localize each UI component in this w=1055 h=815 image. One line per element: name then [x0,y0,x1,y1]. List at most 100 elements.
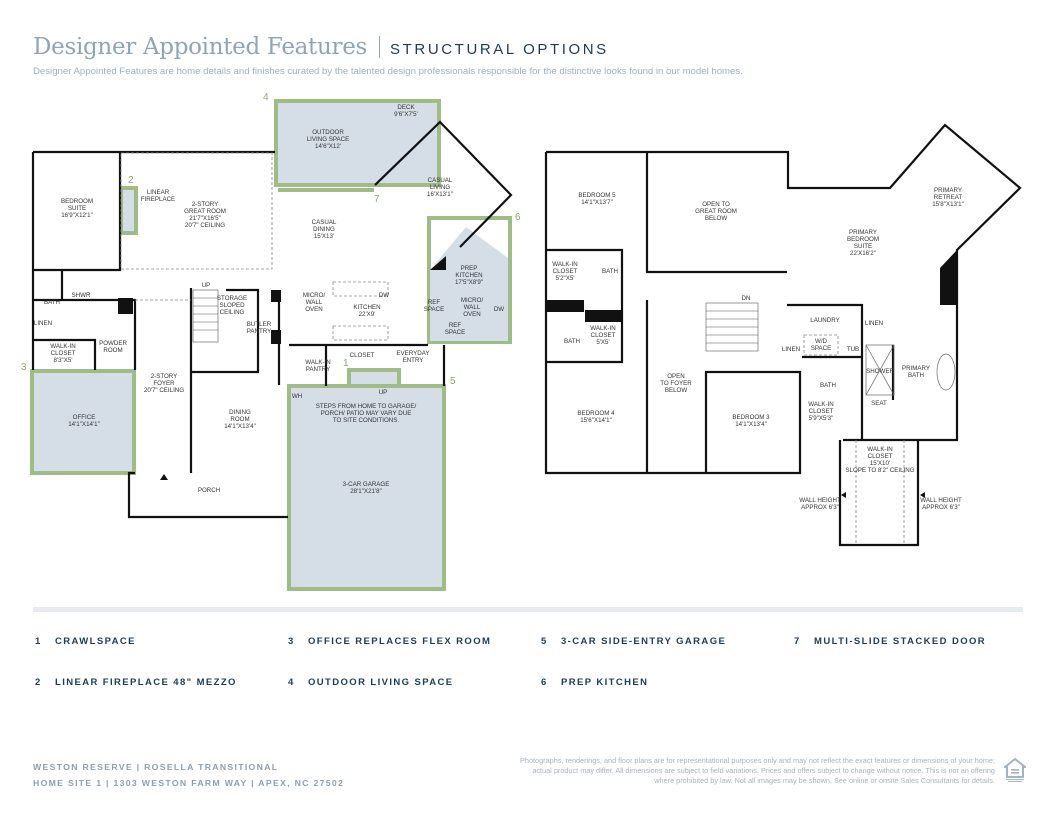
room-label-line: DECK [397,104,415,111]
room-label-linen-1: LINEN [34,320,52,327]
room-label-line: 15'8"X13'1" [932,201,964,208]
room-label-line: MICRO/ [461,297,484,304]
room-label-line: 5'9"X5'3" [809,415,834,422]
room-label-line: WALK-IN [552,261,578,268]
title-divider [379,36,381,58]
room-label-line: CLOSET [868,453,893,460]
room-label-line: LINEN [865,320,883,327]
fixtures [865,344,956,396]
room-label-line: PRIMARY [902,365,930,372]
room-label-line: 22'X16'2" [850,250,876,257]
legend-label: OFFICE REPLACES FLEX ROOM [308,636,492,647]
room-label-bath-a: BATH [602,268,618,275]
room-label-line: SUITE [854,243,872,250]
room-label-line: W/D [815,338,828,345]
entry-arrow-icon [160,474,168,480]
room-label-line: DINING [229,409,251,416]
room-label-line: 2-STORY [192,201,219,208]
room-label-dw-1: DW [379,292,389,299]
option-marker: 7 [374,194,380,205]
room-label-line: PORCH/ PATIO MAY VARY DUE [321,410,412,417]
room-label-line: DW [379,292,389,299]
legend-number: 4 [288,677,295,688]
room-label-line: WALL [306,299,323,306]
room-label-line: BATH [820,382,836,389]
legend-label: MULTI-SLIDE STACKED DOOR [814,636,987,647]
room-label-linen-3: LINEN [782,346,800,353]
room-label-line: 14'6"X12' [315,143,341,150]
room-label-line: GREAT ROOM [695,208,737,215]
option-marker: 4 [263,92,269,103]
room-label-line: LIVING SPACE [307,136,350,143]
option-areas [30,99,512,591]
page-title: Designer Appointed Features [33,34,368,60]
room-label-line: BUTLER [247,321,272,328]
room-label-line: 17'5"X8'9" [455,279,483,286]
room-label-line: SPACE [424,306,445,313]
room-label-line: OVEN [305,306,323,313]
room-label-line: STEPS FROM HOME TO GARAGE/ [316,403,417,410]
room-label-wh: WH [292,393,302,400]
prep-kitchen-fill [430,227,508,341]
room-label-line: APPROX 6'3" [801,504,839,511]
room-label-dw-2: DW [494,306,504,313]
room-label-line: CLOSET [350,352,375,359]
legend-label: CRAWLSPACE [55,636,136,647]
room-label-line: BELOW [705,215,728,222]
second-floor-walls [544,123,1022,547]
room-label-line: PREP [461,265,478,272]
room-label-line: LINEN [782,346,800,353]
room-label-line: TUB [847,346,859,353]
room-label-closet: CLOSET [350,352,375,359]
room-label-line: OPEN [667,373,685,380]
room-label-line: PRIMARY [934,187,962,194]
room-label-line: WALL HEIGHT [799,497,841,504]
room-label-line: DW [494,306,504,313]
room-label-tub: TUB [847,346,859,353]
legend-number: 7 [794,636,801,647]
room-label-line: SUITE [68,205,86,212]
room-label-bath-1: BATH [44,299,60,306]
room-label-line: OVEN [463,311,481,318]
room-label-line: EVERYDAY [396,350,429,357]
room-label-line: 9'6"X7'5' [394,111,418,118]
room-label-line: 8'3"X5' [53,357,72,364]
room-label-line: KITCHEN [353,304,380,311]
room-label-shower: SHOWER [866,368,894,375]
room-label-line: BEDROOM [847,236,879,243]
room-label-line: WALK-IN [50,343,76,350]
room-label-line: 21'7"X16'5" [189,215,221,222]
room-label-line: FIREPLACE [141,196,175,203]
room-label-bath-c: BATH [820,382,836,389]
legend-label: OUTDOOR LIVING SPACE [308,677,454,688]
room-label-line: CLOSET [553,268,578,275]
room-label-line: BEDROOM 5 [578,192,616,199]
room-label-line: TO FOYER [660,380,692,387]
room-label-line: WALK-IN [590,325,616,332]
legend-number: 1 [35,636,42,647]
room-label-line: SEAT [871,400,887,407]
room-label-line: REF [428,299,441,306]
